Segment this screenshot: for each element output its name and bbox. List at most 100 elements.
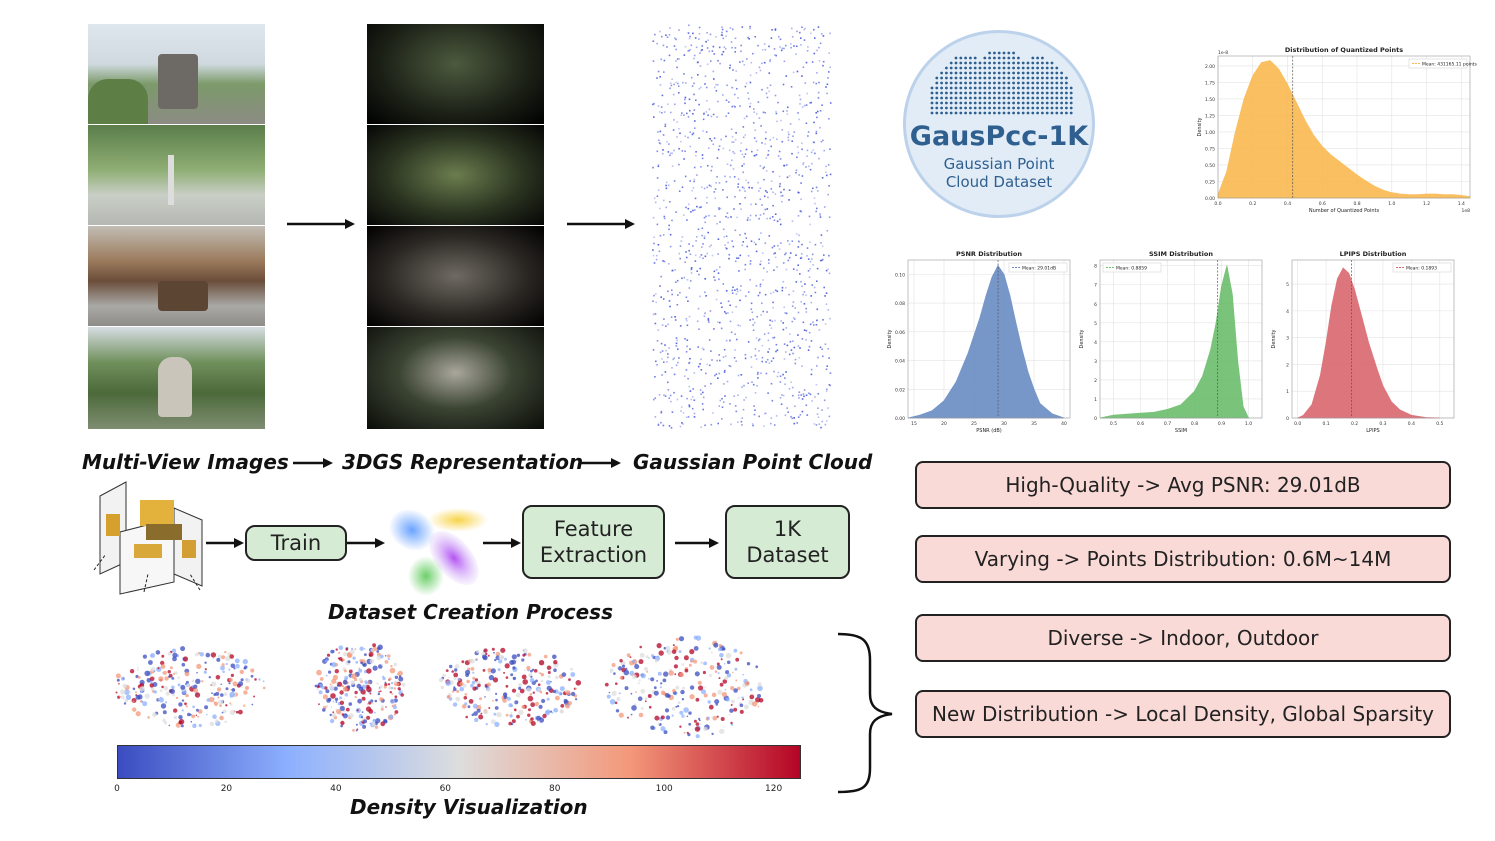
logo-dot xyxy=(964,106,967,110)
point-cloud-point xyxy=(718,208,720,211)
density-point xyxy=(368,709,374,714)
point-cloud-point xyxy=(772,204,774,207)
density-point xyxy=(491,647,495,651)
logo-dot xyxy=(949,66,953,70)
logo-dot xyxy=(978,86,982,90)
density-point xyxy=(371,722,376,727)
point-cloud-point xyxy=(796,269,798,271)
density-point xyxy=(238,709,243,715)
point-cloud-point xyxy=(696,61,699,64)
density-point xyxy=(479,703,482,706)
point-cloud-point xyxy=(807,46,809,48)
point-cloud-point xyxy=(685,251,687,253)
point-cloud-point xyxy=(659,207,661,210)
density-point xyxy=(132,687,136,691)
point-cloud-point xyxy=(745,237,748,239)
point-cloud-point xyxy=(723,371,726,373)
point-cloud-point xyxy=(734,333,736,335)
density-point xyxy=(472,703,478,709)
multiview-image-4 xyxy=(88,327,265,429)
density-point xyxy=(648,678,650,680)
point-cloud-point xyxy=(698,328,700,330)
point-cloud-point xyxy=(685,206,687,209)
logo-dot xyxy=(1007,56,1011,60)
point-cloud-point xyxy=(749,279,751,281)
density-point xyxy=(440,685,444,690)
density-point xyxy=(688,663,692,667)
point-cloud-point xyxy=(683,114,685,116)
logo-dot xyxy=(997,111,1001,115)
density-point xyxy=(394,680,398,684)
density-point xyxy=(482,654,487,660)
density-point xyxy=(758,698,764,703)
point-cloud-point xyxy=(764,190,767,192)
density-point xyxy=(471,680,476,685)
point-cloud-point xyxy=(692,388,694,390)
logo-dot xyxy=(945,71,948,75)
logo-dot xyxy=(1017,106,1020,110)
density-point xyxy=(341,684,344,688)
logo-dot xyxy=(935,76,939,80)
logo-dot xyxy=(978,81,982,85)
point-cloud-point xyxy=(725,30,728,33)
point-cloud-point xyxy=(749,219,751,221)
point-cloud-point xyxy=(734,229,737,232)
point-cloud-point xyxy=(785,312,788,315)
point-cloud-point xyxy=(734,51,736,53)
logo-dot xyxy=(993,86,996,90)
density-point xyxy=(719,728,725,735)
logo-dot xyxy=(1002,71,1006,75)
logo-dot xyxy=(935,96,939,100)
density-point xyxy=(553,668,557,672)
density-point xyxy=(364,653,367,656)
density-point xyxy=(167,670,171,674)
density-point xyxy=(730,721,733,725)
point-cloud-point xyxy=(704,75,707,78)
point-cloud-point xyxy=(801,142,803,144)
density-point xyxy=(689,685,695,690)
density-point xyxy=(235,663,240,669)
logo-dot xyxy=(1045,111,1049,115)
point-cloud-point xyxy=(754,36,756,38)
point-cloud-point xyxy=(703,113,705,116)
density-point xyxy=(161,685,164,689)
density-point xyxy=(518,709,524,715)
density-point xyxy=(171,648,177,653)
density-point xyxy=(664,708,670,713)
point-cloud-point xyxy=(747,291,750,293)
point-cloud-point xyxy=(717,148,720,151)
point-cloud-point xyxy=(797,345,800,347)
point-cloud-point xyxy=(717,100,719,103)
logo-dot xyxy=(969,71,972,75)
point-cloud-point xyxy=(684,45,687,48)
density-point xyxy=(211,692,213,694)
point-cloud-point xyxy=(729,304,731,307)
logo-dot xyxy=(1060,91,1063,95)
density-point xyxy=(192,723,197,729)
density-point xyxy=(342,713,348,719)
logo-dot xyxy=(954,86,958,90)
density-point xyxy=(725,670,730,675)
point-cloud-point xyxy=(734,93,736,96)
point-cloud-point xyxy=(805,339,807,341)
density-point xyxy=(184,702,187,706)
point-cloud-point xyxy=(675,38,677,41)
logo-dot xyxy=(949,71,953,75)
point-cloud-point xyxy=(809,268,811,270)
point-cloud-point xyxy=(652,349,655,351)
density-point xyxy=(559,709,564,714)
point-cloud-point xyxy=(688,24,690,27)
density-point xyxy=(220,693,224,697)
density-point xyxy=(657,722,660,725)
density-point xyxy=(198,723,202,728)
density-point xyxy=(718,647,722,652)
point-cloud-point xyxy=(702,257,704,260)
point-cloud-point xyxy=(743,64,746,66)
point-cloud-point xyxy=(740,44,742,47)
density-point xyxy=(492,677,499,683)
point-cloud-point xyxy=(657,189,660,191)
point-cloud-point xyxy=(828,118,830,120)
point-cloud-point xyxy=(815,186,818,189)
point-cloud-point xyxy=(696,320,699,323)
point-cloud-point xyxy=(675,342,678,345)
